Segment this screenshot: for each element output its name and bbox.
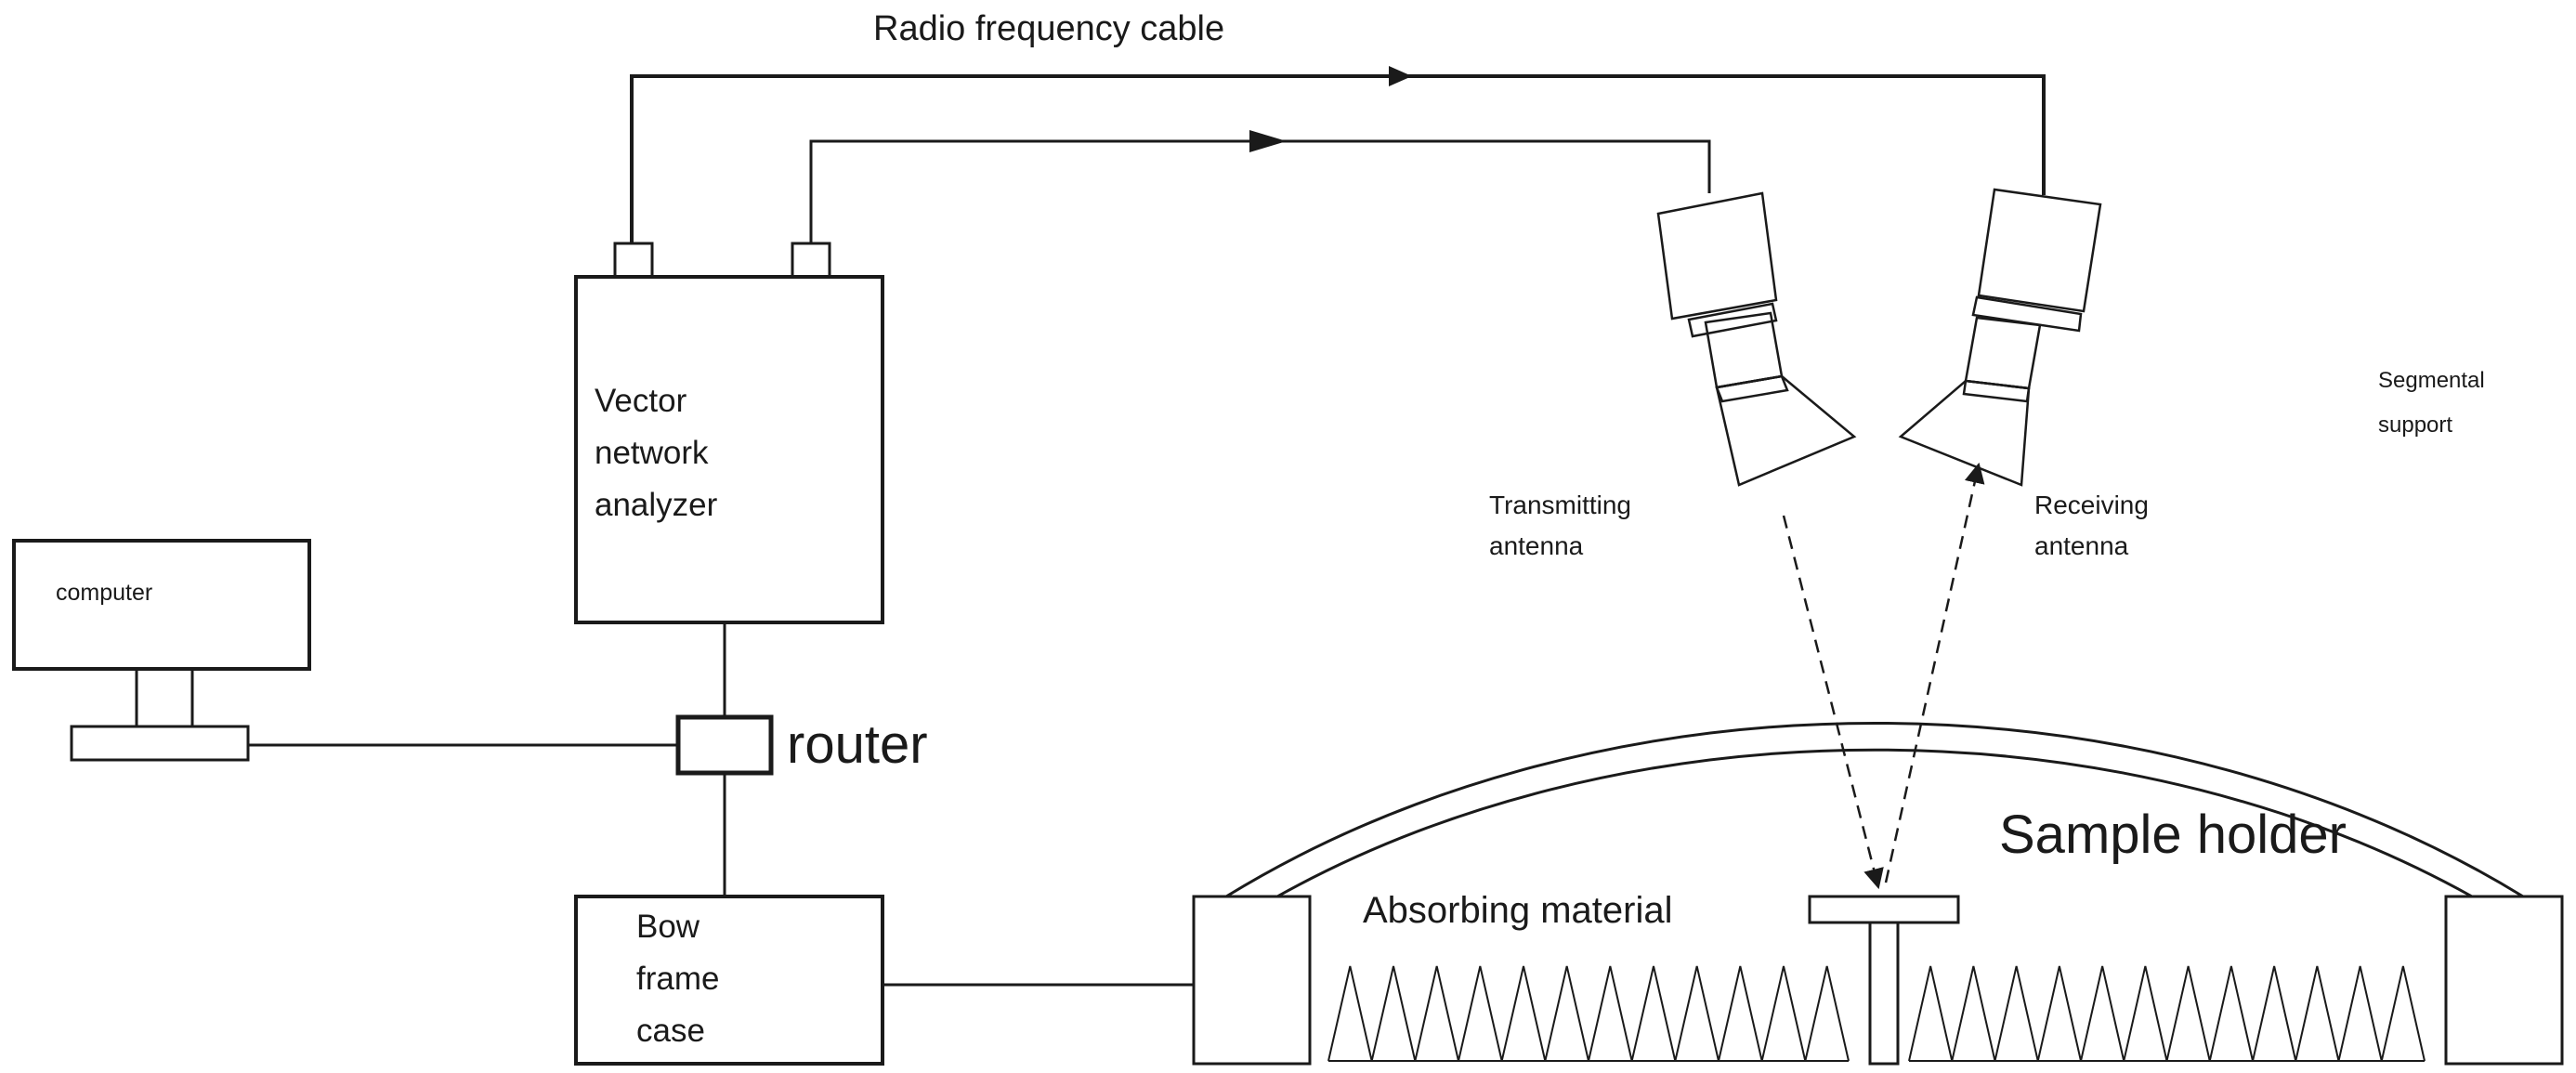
computer-base: [70, 725, 250, 762]
rf-cable-return: [630, 66, 2046, 243]
receiving-antenna: [1898, 188, 2102, 487]
absorbing-material-left: [1327, 965, 1850, 1062]
bow-label-line: Bow: [636, 909, 700, 945]
rx-label-line: Receiving: [2034, 491, 2149, 519]
transmitting-antenna-mount: [1656, 191, 1778, 321]
bow-frame-case-label: Bow frame case: [636, 901, 719, 1057]
absorber-pyramid-row: [1327, 965, 1850, 1062]
rf-cable-transmit: [809, 130, 1711, 243]
sample-holder-post: [1868, 921, 1900, 1066]
computer-stand: [135, 667, 194, 728]
vna-label: Vector network analyzer: [595, 375, 717, 531]
router-label: router: [787, 714, 928, 775]
segmental-support-arch-inner: [1276, 748, 2473, 898]
support-foot-left: [1192, 895, 1312, 1066]
segmental-support-label: Segmental support: [2378, 359, 2485, 448]
absorbing-material-label: Absorbing material: [1363, 890, 1673, 931]
vna-label-line: analyzer: [595, 487, 718, 523]
bow-label-line: case: [636, 1013, 705, 1049]
router-box: [675, 714, 774, 776]
vna-label-line: Vector: [595, 383, 687, 419]
tx-label-line: Transmitting: [1489, 491, 1632, 519]
receiving-antenna-label: Receiving antenna: [2034, 485, 2149, 567]
absorbing-material-right: [1908, 965, 2426, 1062]
seg-label-line: Segmental: [2378, 368, 2485, 393]
support-foot-right: [2444, 895, 2564, 1066]
bow-frame-case-box: [574, 895, 884, 1066]
rf-cable-label: Radio frequency cable: [873, 9, 1225, 48]
rf-cable-transmit-arrow: [1249, 130, 1287, 152]
transmitting-antenna: [1656, 191, 1857, 487]
sample-holder-plate: [1808, 895, 1960, 924]
rx-label-line: antenna: [2034, 531, 2129, 560]
rf-cable-return-arrow: [1389, 66, 1412, 86]
incident-wave-path: [1782, 515, 1884, 890]
reflected-wave-path: [1884, 462, 1985, 883]
tx-label-line: antenna: [1489, 531, 1584, 560]
vector-network-analyzer-box: [574, 275, 884, 624]
vna-port-1: [613, 242, 654, 279]
bow-label-line: frame: [636, 961, 720, 997]
vna-label-line: network: [595, 435, 709, 471]
computer-label: computer: [56, 580, 153, 606]
seg-label-line: support: [2378, 412, 2453, 438]
transmitting-antenna-label: Transmitting antenna: [1489, 485, 1631, 567]
absorber-pyramid-row: [1908, 965, 2426, 1062]
segmental-support-arch-outer: [1225, 722, 2524, 898]
receiving-antenna-mount: [1977, 188, 2102, 313]
sample-holder-label: Sample holder: [1999, 805, 2347, 865]
vna-port-2: [791, 242, 831, 279]
